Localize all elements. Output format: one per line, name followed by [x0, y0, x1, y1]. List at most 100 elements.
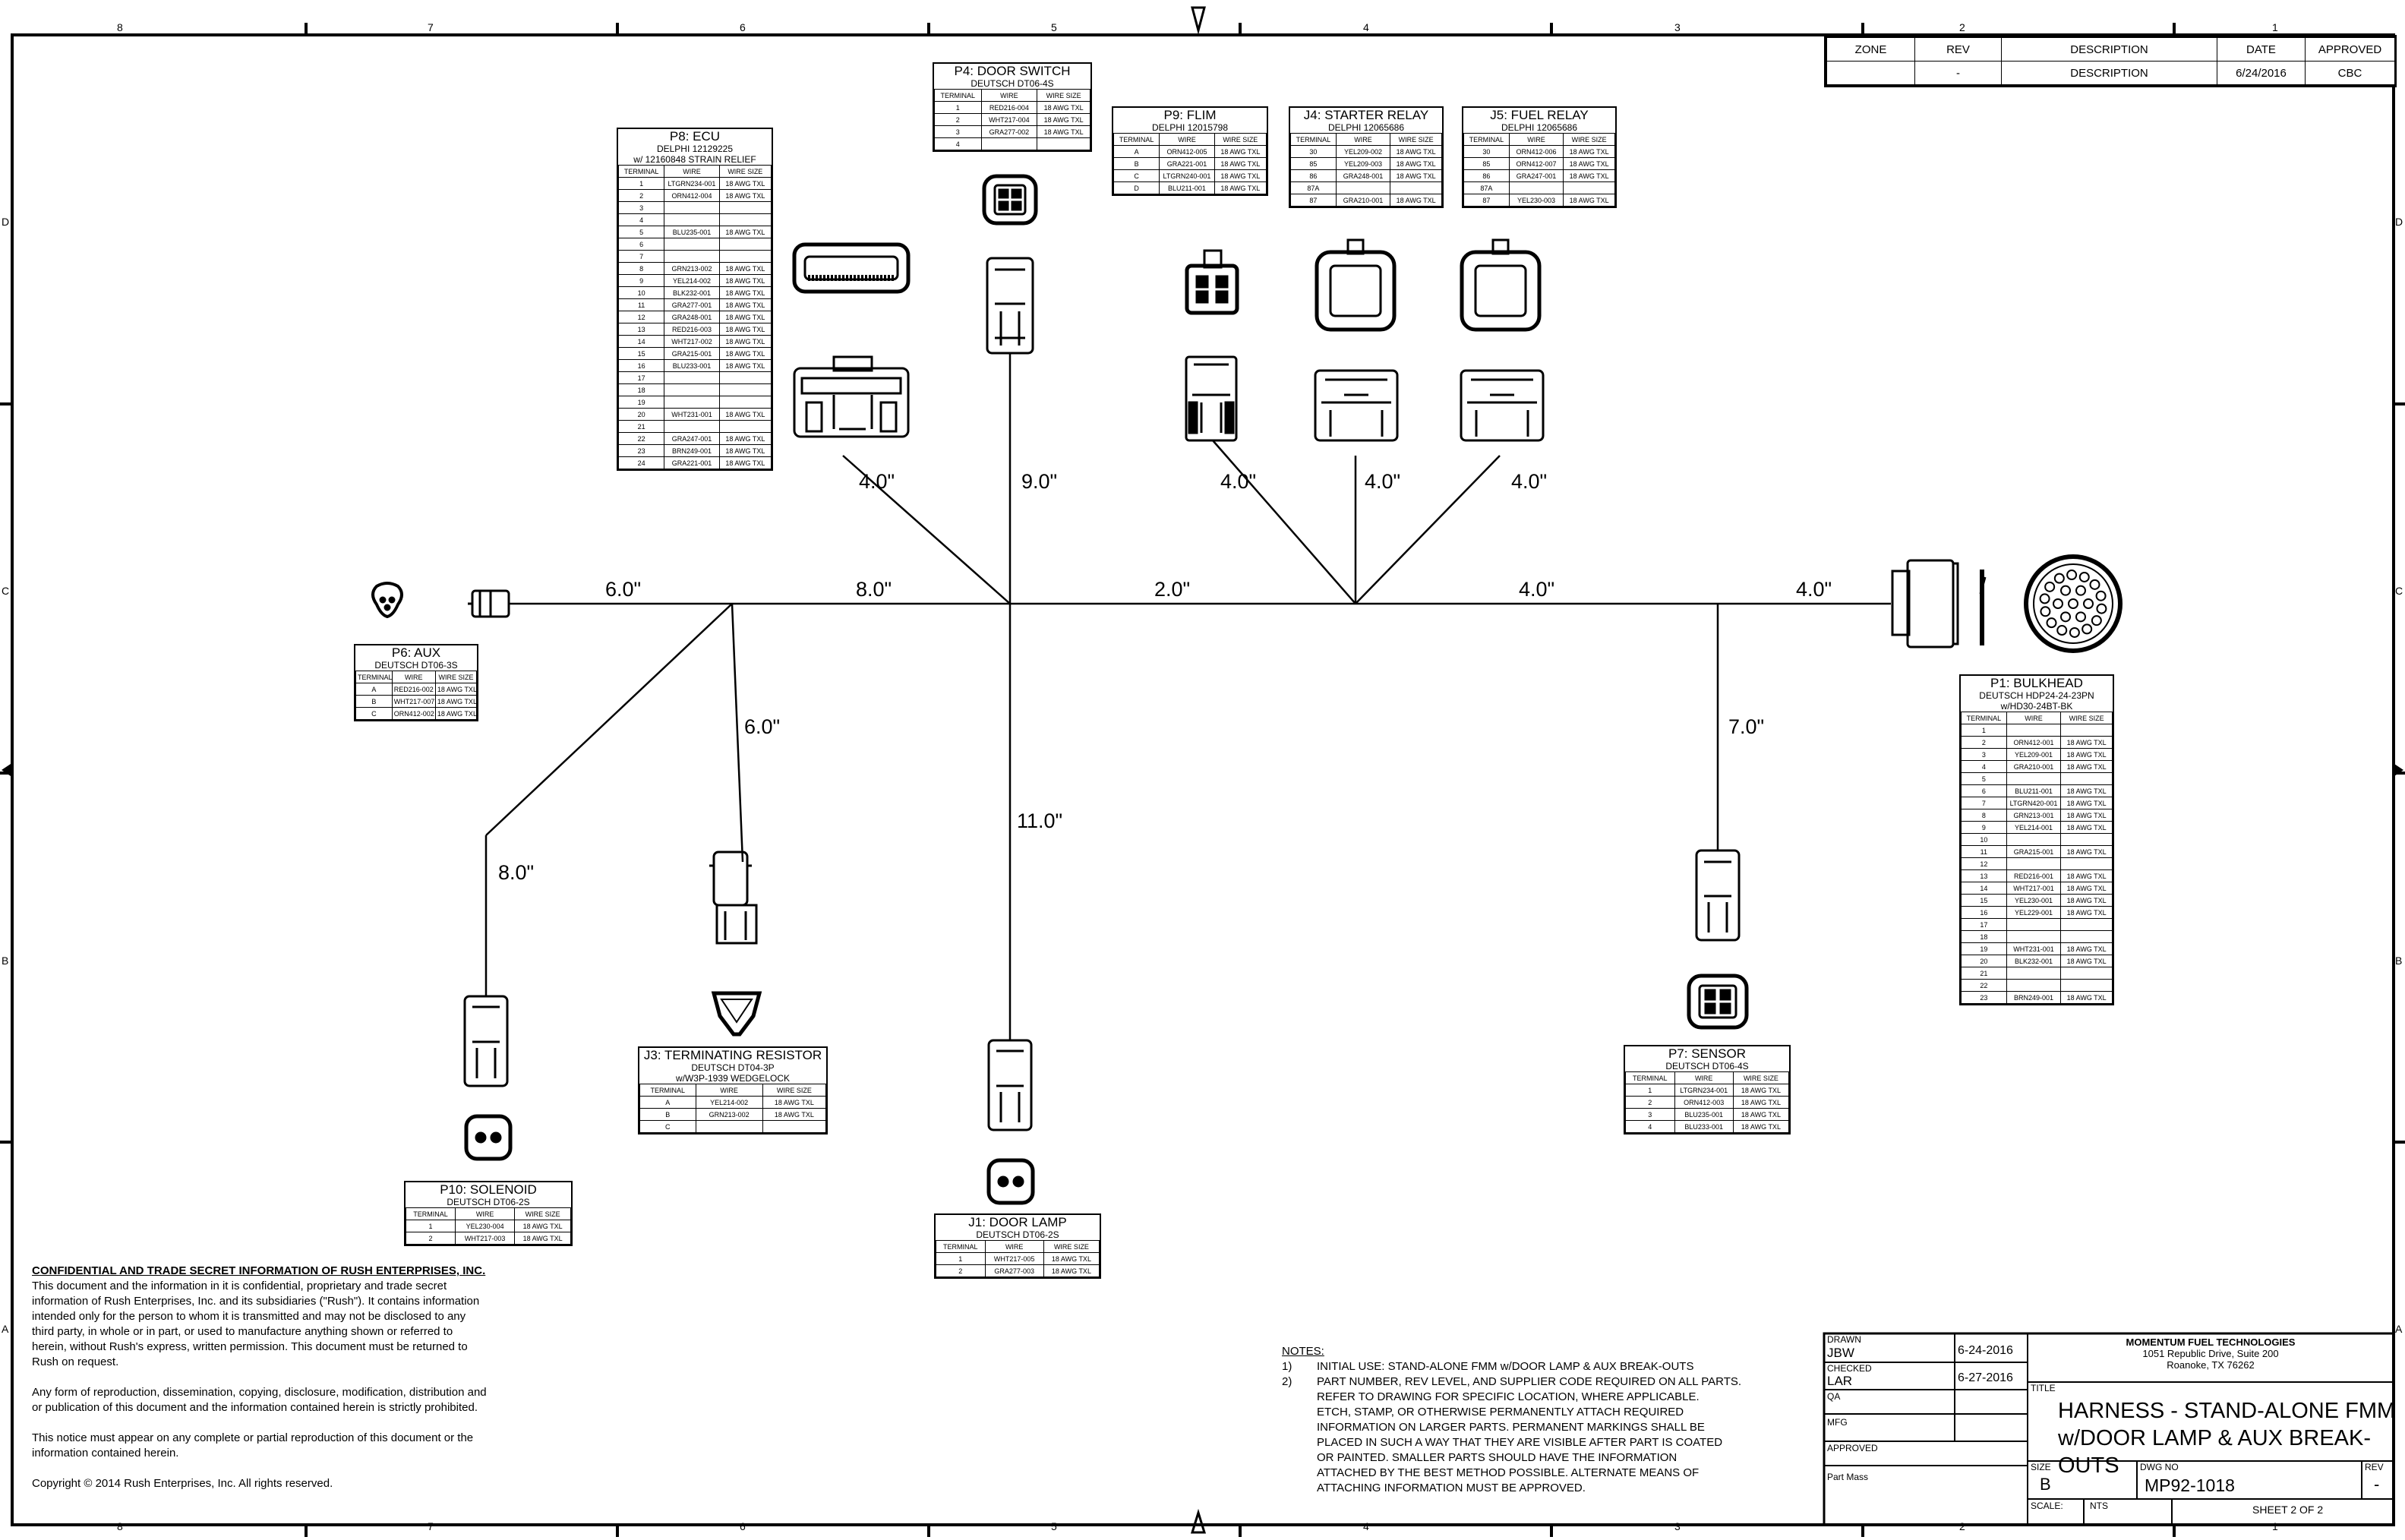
pinout-header-cell: TERMINAL [1463, 133, 1510, 146]
zone-col-bottom: 3 [1674, 1520, 1681, 1532]
pinout-header-cell: WIRE [1159, 133, 1215, 146]
pinout-cell: BLU233-001 [1674, 1120, 1734, 1133]
pinout-cell [718, 383, 772, 396]
length-ecu: 4.0" [859, 470, 895, 493]
connector-title: P10: SOLENOID [440, 1182, 537, 1197]
connector-part-number: DEUTSCH DT06-2S [447, 1197, 530, 1207]
pinout-cell [664, 213, 720, 226]
pinout-cell: 1 [936, 1252, 986, 1265]
bulkhead-pin [2046, 617, 2057, 629]
pinout-cell [718, 396, 772, 409]
note-2: 2) PART NUMBER, REV LEVEL, AND SUPPLIER … [1282, 1374, 1813, 1496]
zone-row-right: A [2395, 1323, 2403, 1335]
pinout-header-cell: TERMINAL [1961, 712, 2007, 724]
connector-title: J1: DOOR LAMP [968, 1215, 1067, 1229]
pinout-cell: BLK232-001 [664, 286, 720, 299]
bulkhead-pin [2056, 625, 2068, 636]
pinout-cell: YEL230-001 [2006, 894, 2062, 907]
zone-col-top: 7 [428, 21, 434, 33]
pinout-header-cell: WIRE SIZE [2060, 712, 2113, 724]
length-segment-1: 8.0" [856, 578, 892, 601]
bulkhead-pin [2081, 623, 2093, 635]
company-address-2: Roanoke, TX 76262 [2167, 1359, 2255, 1371]
connector-part-number: DELPHI 12065686 [1501, 122, 1578, 133]
door-lamp-face [986, 1158, 1035, 1205]
scale-label: SCALE: [2031, 1501, 2063, 1511]
pinout-cell: WHT231-001 [664, 408, 720, 421]
pinout-cell: 12 [617, 311, 665, 323]
revision-cell [1826, 61, 1915, 85]
pinout-cell: WHT217-002 [664, 335, 720, 348]
revision-cell: - [1914, 61, 2002, 85]
pinout-cell: 18 AWG TXL [1043, 1252, 1100, 1265]
confidentiality-notice: CONFIDENTIAL AND TRADE SECRET INFORMATIO… [32, 1264, 548, 1491]
pinout-cell: GRA247-001 [664, 432, 720, 445]
pinout-cell: 18 AWG TXL [1037, 101, 1090, 114]
pinout-row: 17 [617, 371, 772, 384]
pinout-header-cell: WIRE [1335, 133, 1391, 146]
zone-col-top: 2 [1959, 21, 1965, 33]
zone-col-bottom: 8 [117, 1520, 123, 1532]
pinout-cell: 18 AWG TXL [2060, 736, 2113, 749]
pinout-cell: 7 [1961, 797, 2007, 809]
bulkhead-pin [2040, 606, 2051, 617]
zone-col-top: 4 [1363, 21, 1369, 33]
pinout-cell: 85 [1463, 157, 1510, 170]
title-block-lines [1823, 1332, 2395, 1526]
bulkhead-pin [2075, 611, 2086, 623]
pinout-cell: 4 [934, 137, 982, 150]
pinout-cell: 4 [1961, 760, 2007, 773]
copyright-text: Copyright © 2014 Rush Enterprises, Inc. … [32, 1477, 333, 1490]
pinout-cell: 18 AWG TXL [514, 1232, 571, 1245]
pinout-cell: 18 AWG TXL [1390, 194, 1442, 207]
pinout-header-cell: TERMINAL [1290, 133, 1337, 146]
revision-cell: CBC [2305, 61, 2395, 85]
pinout-cell: ORN412-005 [1159, 145, 1215, 158]
pinout-cell: GRA210-001 [1335, 194, 1391, 207]
size-label: SIZE [2031, 1462, 2051, 1472]
pinout-cell: GRA248-001 [664, 311, 720, 323]
confidentiality-line: information of Rush Enterprises, Inc. an… [32, 1295, 480, 1308]
sheet-number: SHEET 2 OF 2 [2252, 1504, 2324, 1516]
pinout-cell: GRN213-002 [695, 1108, 763, 1121]
zone-col-top: 3 [1674, 21, 1681, 33]
confidentiality-line: or publication of this document and the … [32, 1401, 478, 1414]
zone-col-bottom: 1 [2272, 1520, 2278, 1532]
length-labels: 4.0" 9.0" 4.0" 4.0" 4.0" 6.0" 8.0" 2.0" … [498, 470, 1832, 884]
revision-header-cell: APPROVED [2305, 37, 2395, 62]
length-door-switch: 9.0" [1021, 470, 1057, 493]
pinout-cell: 6 [617, 238, 665, 251]
pinout-cell [664, 371, 720, 384]
confidentiality-line: Rush on request. [32, 1355, 119, 1368]
zone-col-bottom: 5 [1051, 1520, 1057, 1532]
pinout-header-cell: TERMINAL [355, 671, 393, 683]
pinout-cell: GRA215-001 [664, 347, 720, 360]
pinout-header-cell: WIRE SIZE [1563, 133, 1615, 146]
revision-row: - DESCRIPTION 6/24/2016 CBC [1826, 61, 2395, 85]
pinout-cell [664, 396, 720, 409]
pinout-cell: 22 [1961, 979, 2007, 992]
pinout-cell [1037, 137, 1090, 150]
pinout-cell: 18 AWG TXL [1732, 1108, 1790, 1121]
pinout-cell: WHT231-001 [2006, 942, 2062, 955]
pinout-cell: A [1113, 145, 1160, 158]
pinout-cell: BLU233-001 [664, 359, 720, 372]
pinout-cell: 18 AWG TXL [718, 262, 772, 275]
